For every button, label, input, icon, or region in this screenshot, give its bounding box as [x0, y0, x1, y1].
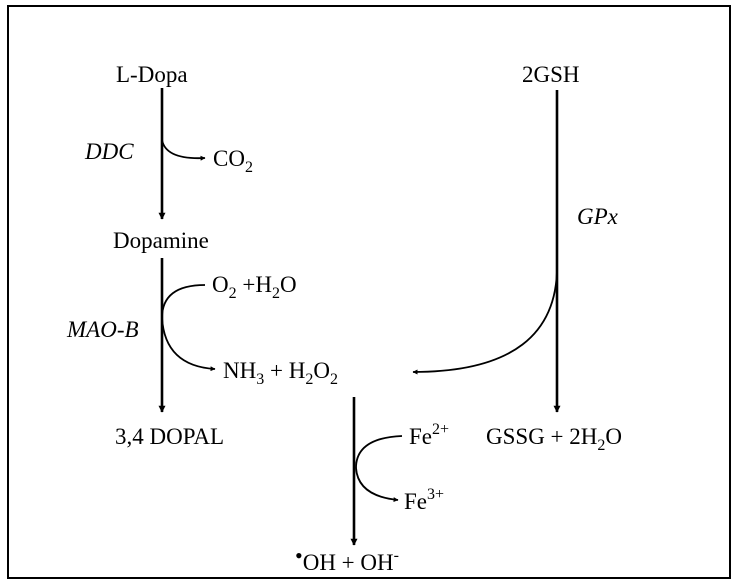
arrow-ddc-to-co2	[161, 139, 206, 161]
nh3-sub: 3	[256, 371, 265, 388]
h2o-sub: 2	[271, 285, 280, 302]
enzyme-mao-b: MAO-B	[67, 317, 139, 342]
radicals-sup: -	[393, 547, 399, 564]
figure-frame	[7, 5, 731, 579]
co2-sub: 2	[244, 159, 253, 176]
node-dopal: 3,4 DOPAL	[115, 424, 225, 449]
node-gssg-2h2o: GSSG + 2H2O	[486, 424, 623, 454]
radicals-text: OH + OH	[302, 550, 394, 575]
gssg-sub: 2	[597, 437, 606, 454]
node-nh3-h2o2: NH3 + H2O2	[223, 358, 338, 388]
arrow-fe2-to-fe3	[355, 435, 403, 503]
h2o2-sub-h: 2	[305, 371, 314, 388]
enzyme-ddc: DDC	[85, 139, 134, 164]
radical-dot: •	[295, 543, 303, 568]
h2o2-text-h: + H	[264, 358, 306, 383]
h2o-text-o: O	[279, 272, 297, 297]
o2-sub: 2	[228, 285, 237, 302]
side-fe3: Fe3+	[404, 487, 444, 514]
fe2-sup: 2+	[432, 421, 450, 438]
side-co2: CO2	[213, 146, 253, 176]
fe3-sup: 3+	[427, 486, 445, 503]
nh3-text: NH	[223, 358, 257, 383]
node-2gsh: 2GSH	[522, 62, 580, 87]
h2o2-sub-o: 2	[329, 371, 338, 388]
side-o2-h2o: O2 +H2O	[212, 272, 297, 302]
h2o2-text-o: O	[313, 358, 330, 383]
side-fe2: Fe2+	[409, 422, 449, 449]
node-radicals: •OH + OH-	[295, 545, 399, 575]
o2-text: O	[212, 272, 229, 297]
enzyme-gpx: GPx	[577, 204, 618, 229]
arrow-maob-to-nh3-h2o2	[161, 284, 216, 372]
h2o-text-h: +H	[236, 272, 272, 297]
fe3-text: Fe	[404, 489, 427, 514]
gssg-text: GSSG + 2H	[486, 424, 598, 449]
node-l-dopa: L-Dopa	[116, 62, 188, 87]
fe2-text: Fe	[409, 424, 432, 449]
node-dopamine: Dopamine	[113, 228, 209, 253]
gssg-tail: O	[605, 424, 623, 449]
arrow-gpx-to-h2o2	[412, 261, 558, 375]
co2-text: CO	[213, 146, 245, 171]
